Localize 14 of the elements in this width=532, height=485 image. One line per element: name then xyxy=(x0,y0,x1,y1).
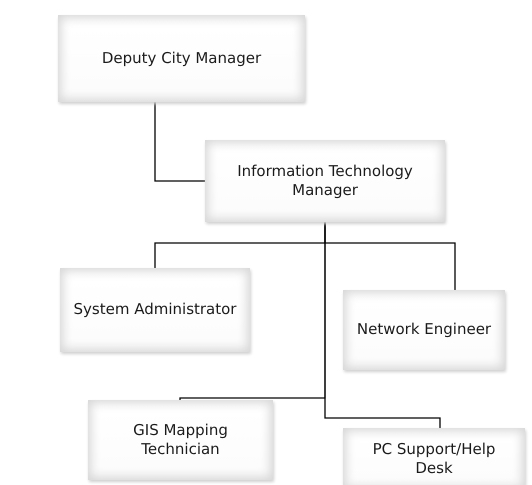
org-box xyxy=(343,428,525,485)
org-box xyxy=(343,290,505,370)
role-title: System Administrator xyxy=(74,300,236,320)
org-box xyxy=(60,268,250,352)
org-box xyxy=(205,140,445,222)
role-title: Information Technology Manager xyxy=(236,162,414,200)
connector-line xyxy=(324,222,441,428)
connector-line xyxy=(154,102,205,182)
org-box xyxy=(58,15,305,102)
role-title: GIS Mapping Technician xyxy=(132,420,229,460)
role-title: Network Engineer xyxy=(356,320,492,340)
org-box xyxy=(88,400,273,480)
role-title: Deputy City Manager xyxy=(102,48,262,68)
role-title: PC Support/Help Desk xyxy=(372,440,496,478)
